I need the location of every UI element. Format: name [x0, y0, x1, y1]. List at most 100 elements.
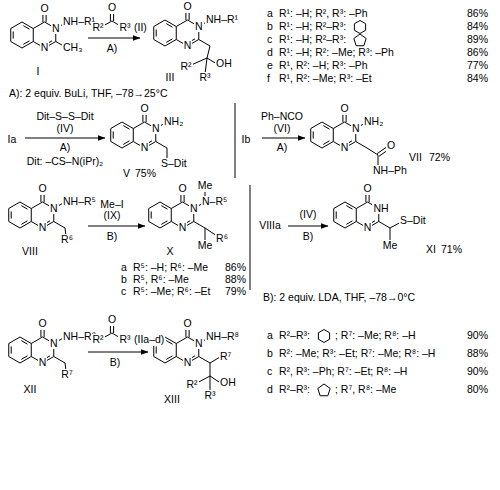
bond-line	[22, 42, 33, 49]
text-label: c	[266, 366, 273, 378]
text-label: 90%	[466, 330, 489, 342]
text-label: S–Dit	[160, 158, 188, 170]
text-label: 79%	[224, 286, 247, 298]
text-label: B)	[106, 231, 119, 243]
bond-line	[313, 131, 314, 138]
bond-line	[333, 122, 344, 129]
bond-line	[22, 22, 33, 29]
bond-line	[31, 344, 32, 357]
text-label: e	[266, 60, 274, 72]
text-label: R⁷	[219, 351, 232, 363]
text-label: R², R³: –Ph; R⁷: –Et; R⁸: –H	[278, 366, 408, 378]
bond-line	[356, 45, 364, 46]
text-label: (II)	[133, 22, 148, 34]
text-label: R⁷	[60, 369, 73, 381]
bond-line	[149, 222, 160, 229]
bond-line	[356, 142, 367, 149]
bond-line	[365, 24, 366, 31]
bond-line	[33, 29, 34, 42]
text-label: N	[178, 222, 188, 234]
text-label: (IV)	[299, 209, 318, 221]
bond-line	[133, 129, 134, 142]
bond-line	[320, 395, 328, 396]
text-label: Dit–S–S–Dit	[35, 111, 94, 123]
bond-line	[8, 344, 9, 357]
text-label: VIII	[21, 246, 39, 258]
text-label: O	[386, 140, 396, 152]
text-label: R²	[179, 61, 192, 73]
bond-line	[323, 141, 329, 145]
bond-line	[23, 26, 29, 30]
text-label: CH₃	[62, 42, 83, 54]
text-label: N	[38, 222, 48, 234]
bond-line	[156, 346, 157, 353]
text-label: O	[139, 103, 149, 115]
text-label: N	[151, 123, 161, 135]
text-label: R⁵: –H; R⁶: –Me	[132, 262, 209, 274]
text-label: NH–R⁵	[62, 196, 97, 208]
bond-line	[160, 222, 171, 229]
text-label: O	[182, 318, 192, 330]
text-label: b	[120, 274, 128, 286]
text-label: d	[266, 384, 274, 396]
text-label: O	[37, 318, 47, 330]
bond-line	[176, 344, 177, 357]
bond-line	[9, 357, 20, 364]
bond-line	[166, 341, 172, 345]
text-label: (IX)	[103, 210, 122, 222]
bond-line	[235, 103, 236, 178]
bond-line	[161, 206, 167, 210]
text-label: 89%	[466, 34, 489, 46]
text-label: N	[51, 23, 61, 35]
bond-line	[346, 221, 352, 225]
text-label: B)	[109, 357, 122, 369]
bond-line	[54, 357, 65, 364]
bond-line	[166, 356, 172, 360]
bond-line	[324, 339, 330, 342]
bond-line	[154, 20, 165, 27]
bond-line	[23, 41, 29, 45]
bond-line	[166, 39, 172, 43]
bond-line	[11, 42, 22, 49]
bond-line	[31, 209, 32, 222]
text-label: N	[49, 203, 59, 215]
text-label: N	[189, 203, 199, 215]
bond-line	[122, 142, 133, 149]
text-label: N	[363, 222, 373, 234]
bond-line	[151, 211, 152, 218]
bond-line	[250, 185, 251, 290]
text-label: N	[183, 40, 193, 52]
text-label: Dit: –CS–N(iPr)₂	[26, 156, 104, 168]
text-label: R¹: –H; R²: –Me; R³: –Ph	[278, 47, 395, 59]
text-label: a	[266, 330, 274, 342]
text-label: (VI)	[273, 123, 292, 135]
bond-line	[318, 384, 324, 388]
bond-line	[31, 202, 42, 209]
text-label: N	[140, 142, 150, 154]
bond-line	[20, 337, 31, 344]
bond-line	[165, 40, 176, 47]
bond-line	[165, 357, 176, 364]
bond-line	[9, 222, 20, 229]
text-label: 84%	[466, 73, 489, 85]
bond-line	[364, 38, 366, 45]
bond-line	[311, 142, 322, 149]
text-label: R¹: –H; R²–R³:	[278, 34, 347, 46]
text-label: R¹, R²: –H; R³: –Ph	[278, 60, 369, 72]
text-label: R²–R³:	[278, 330, 311, 342]
text-label: N	[38, 357, 48, 369]
bond-line	[10, 29, 11, 42]
text-label: Me	[197, 240, 214, 252]
text-label: 88%	[466, 348, 489, 360]
bond-line	[156, 142, 167, 149]
text-label: 75%	[134, 168, 157, 180]
bond-line	[333, 209, 334, 222]
bond-line	[324, 384, 330, 388]
text-label: R³	[118, 22, 131, 34]
bond-line	[328, 388, 330, 395]
bond-line	[161, 221, 167, 225]
text-label: A)	[106, 43, 119, 55]
text-label: XIII	[163, 394, 181, 406]
bond-line	[20, 202, 31, 209]
text-label: Me	[197, 180, 214, 192]
